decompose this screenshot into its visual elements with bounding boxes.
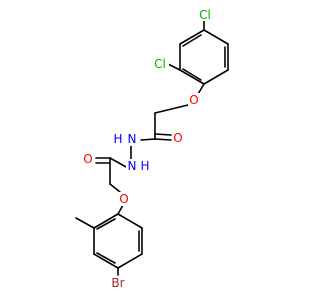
bond (96, 252, 116, 264)
chlorine-atom: Cl (151, 57, 169, 71)
bond (93, 253, 119, 269)
bond (154, 133, 172, 136)
bond (203, 29, 229, 45)
atom-label-br: Br (111, 276, 124, 290)
bond (154, 104, 189, 114)
bond (179, 29, 205, 45)
oxygen-atom: O (188, 93, 200, 107)
atom-layer: Cl Cl O O N H N H (82, 7, 214, 290)
bond (179, 69, 205, 85)
bond (182, 68, 202, 81)
bond (117, 204, 124, 215)
hydrogen-atom: H (112, 132, 124, 146)
atom-label-n-bottom: N (128, 159, 137, 173)
bond (75, 217, 95, 229)
oxygen-atom: O (118, 192, 130, 206)
molecule-structure: Cl Cl O O N H N H (75, 7, 229, 290)
bond (109, 183, 121, 193)
bond (117, 213, 143, 229)
atom-label-h-bottom: H (140, 159, 149, 173)
bond-layer (75, 19, 229, 276)
atom-label-cl-top: Cl (199, 8, 211, 22)
bond (96, 218, 116, 230)
bond (109, 157, 129, 169)
atom-label-o-carbonyl-top: O (173, 131, 182, 145)
atom-label-o-carbonyl-bottom: O (83, 152, 92, 166)
nitrogen-atom: N (126, 159, 138, 173)
bond (182, 34, 202, 47)
bond (197, 83, 205, 95)
nitrogen-atom: N (126, 132, 138, 146)
bond (140, 138, 156, 141)
oxygen-atom: O (82, 152, 94, 166)
atom-label-cl-mid: Cl (154, 57, 166, 71)
hydrogen-atom: H (139, 159, 151, 173)
atom-label-o-ether-bottom: O (119, 192, 128, 206)
chlorine-atom: Cl (196, 7, 214, 22)
atom-label-o-ether-top: O (189, 93, 198, 107)
bromine-atom: Br (109, 276, 127, 290)
oxygen-atom: O (172, 131, 184, 146)
atom-label-n-top: N (128, 132, 137, 146)
atom-label-h-top: H (113, 132, 122, 146)
bond (154, 138, 172, 141)
bond (93, 213, 119, 229)
bond (117, 253, 143, 269)
bond (203, 69, 229, 85)
